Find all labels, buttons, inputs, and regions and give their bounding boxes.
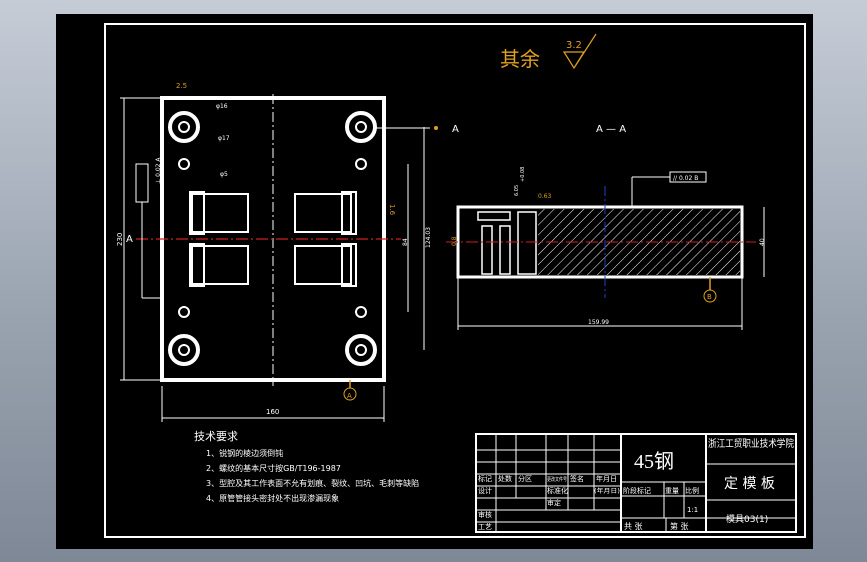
label-stage: 阶段标记 [623, 486, 651, 495]
dim-inner: 84 [402, 238, 409, 246]
label-date2: (年月日) [594, 487, 620, 495]
label-doc-no: 更改文件号 [547, 476, 567, 483]
label-std: 标准化 [547, 486, 568, 495]
tech-item-2: 2、螺纹的基本尺寸按GB/T196-1987 [206, 463, 341, 473]
datum-a: A [347, 392, 352, 400]
label-design: 设计 [478, 486, 492, 495]
roughness-symbol [562, 33, 597, 70]
drawing-no: 模具03(1) [726, 514, 768, 525]
dim-small-1: 6.05 [514, 185, 520, 196]
label-total: 共 张 [624, 522, 643, 531]
label-mark: 标记 [478, 474, 492, 483]
label-process: 工艺 [478, 523, 492, 531]
dim-thickness: 40 [759, 238, 766, 246]
tech-item-1: 1、锐钢的棱边须倒钝 [206, 448, 283, 458]
drawing-sheet: 其余 3.2 [56, 14, 813, 549]
scale-value: 1:1 [687, 506, 698, 514]
part-name: 定 模 板 [724, 476, 775, 492]
guide-holes [168, 111, 377, 366]
section-mark-top: A [452, 124, 459, 135]
label-weight: 重量 [665, 487, 679, 495]
label-sign: 签名 [570, 474, 584, 483]
roughness-value: 3.2 [566, 40, 582, 51]
section-mark-left: A [126, 234, 133, 245]
title-block-text: 45钢 浙江工贸职业技术学院 定 模 板 模具03(1) 标记 处数 分区 更改… [478, 437, 794, 531]
dim-small-2: +0.08 [520, 167, 526, 182]
title-block [475, 433, 797, 533]
tech-item-4: 4、原管管接头密封处不出现渗漏现象 [206, 493, 339, 503]
section-title: A — A [596, 124, 626, 135]
label-approve: 审定 [547, 498, 561, 507]
section-tolerance-text: // 0.02 B [673, 175, 698, 182]
label-sheet: 第 张 [670, 521, 689, 531]
dim-width: 160 [266, 408, 279, 416]
roughness-side: 1.6 [388, 204, 396, 216]
section-view: A — A 159.99 40 6.05 +0.08 0.63 0.8 // 0… [446, 124, 766, 330]
plate-tolerance-frame [135, 163, 149, 203]
dim-length: 159.99 [588, 319, 609, 326]
label-count: 处数 [498, 474, 512, 483]
school-line: 浙江工贸职业技术学院 [708, 437, 794, 450]
roughness-063: 0.63 [538, 193, 552, 200]
hole-note-1: φ16 [216, 103, 228, 110]
datum-b: B [707, 293, 712, 301]
cad-drawing: 其余 3.2 [104, 23, 806, 538]
roughness-prefix: 其余 [500, 47, 540, 71]
drawing-border [104, 23, 806, 538]
tech-requirements: 技术要求 1、锐钢的棱边须倒钝 2、螺纹的基本尺寸按GB/T196-1987 3… [194, 430, 419, 503]
screw-holes [178, 158, 367, 318]
roughness-25: 2.5 [176, 82, 187, 90]
label-check: 审核 [478, 510, 492, 519]
label-zone: 分区 [518, 474, 532, 483]
hole-note-2: φ17 [218, 135, 230, 142]
plate-tolerance-text: ⊥ 0.02 A [155, 157, 162, 184]
material: 45钢 [634, 450, 674, 473]
plate-view: 160 230 84 124.03 A A ⊥ 0.02 A φ16 φ17 φ… [116, 82, 459, 422]
tech-item-3: 3、型腔及其工作表面不允有划痕、裂纹、凹坑、毛刺等缺陷 [206, 478, 419, 488]
label-date: 年月日 [596, 474, 617, 483]
tech-heading: 技术要求 [194, 430, 238, 443]
cavities [189, 191, 357, 287]
roughness-left: 0.8 [451, 236, 458, 246]
dim-height: 230 [116, 233, 124, 246]
dim-inner-2: 124.03 [425, 227, 432, 248]
hole-note-3: φ5 [220, 171, 228, 178]
label-scale: 比例 [685, 486, 699, 495]
